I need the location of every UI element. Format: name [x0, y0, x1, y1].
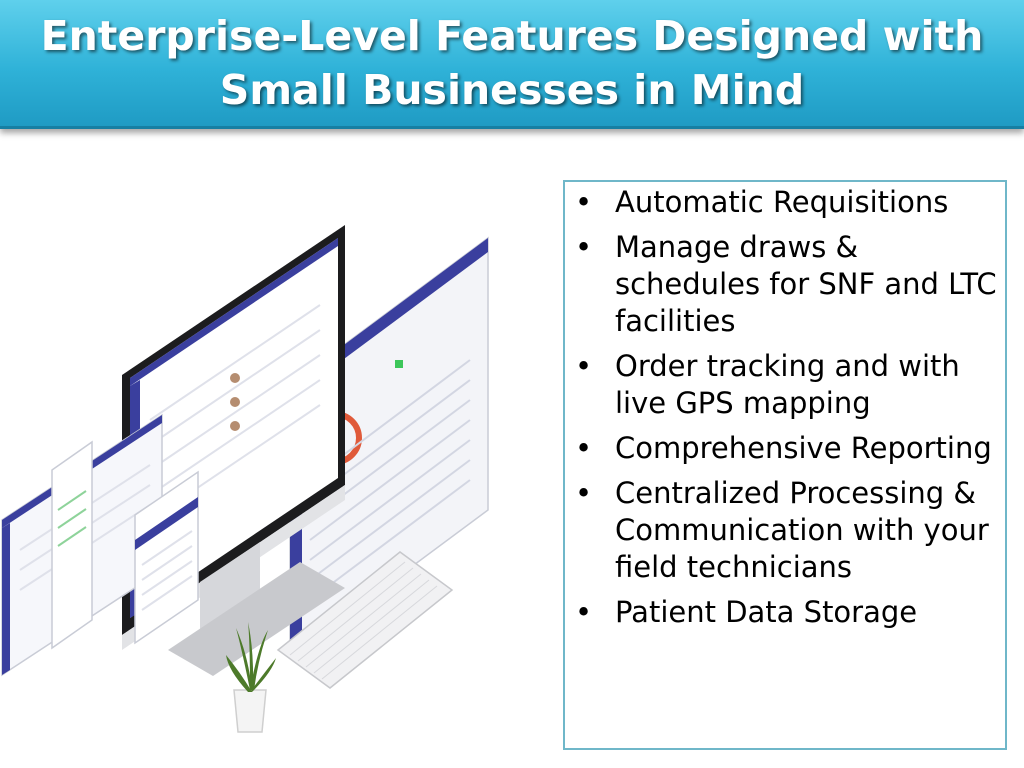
- feature-label: Manage draws & schedules for SNF and LTC…: [615, 230, 997, 338]
- feature-label: Automatic Requisitions: [615, 185, 949, 219]
- page-title: Enterprise-Level Features Designed with …: [41, 9, 984, 117]
- feature-label: Patient Data Storage: [615, 595, 918, 629]
- plant: [226, 622, 276, 733]
- bullet: •: [575, 349, 593, 383]
- floating-form: [134, 470, 199, 645]
- bullet: •: [575, 595, 593, 629]
- feature-item: • Patient Data Storage: [565, 594, 999, 631]
- title-line-2: Small Businesses in Mind: [219, 66, 805, 114]
- feature-item: • Order tracking and with live GPS mappi…: [565, 348, 999, 422]
- bullet: •: [575, 185, 593, 219]
- bullet: •: [575, 476, 593, 510]
- feature-list-panel: • Automatic Requisitions • Manage draws …: [563, 180, 1007, 750]
- product-illustration: [1, 225, 489, 733]
- feature-label: Centralized Processing & Communication w…: [615, 476, 989, 584]
- title-banner: Enterprise-Level Features Designed with …: [0, 0, 1024, 129]
- feature-item: • Manage draws & schedules for SNF and L…: [565, 229, 999, 340]
- bullet: •: [575, 431, 593, 465]
- feature-label: Comprehensive Reporting: [615, 431, 992, 465]
- feature-item: • Comprehensive Reporting: [565, 430, 999, 467]
- feature-item: • Centralized Processing & Communication…: [565, 475, 999, 586]
- title-line-1: Enterprise-Level Features Designed with: [40, 12, 984, 60]
- bullet: •: [575, 230, 593, 264]
- feature-item: • Automatic Requisitions: [565, 184, 999, 221]
- floating-panel-left: [51, 440, 93, 650]
- feature-list: • Automatic Requisitions • Manage draws …: [565, 184, 999, 631]
- keyboard: [276, 551, 454, 689]
- feature-label: Order tracking and with live GPS mapping: [615, 349, 960, 420]
